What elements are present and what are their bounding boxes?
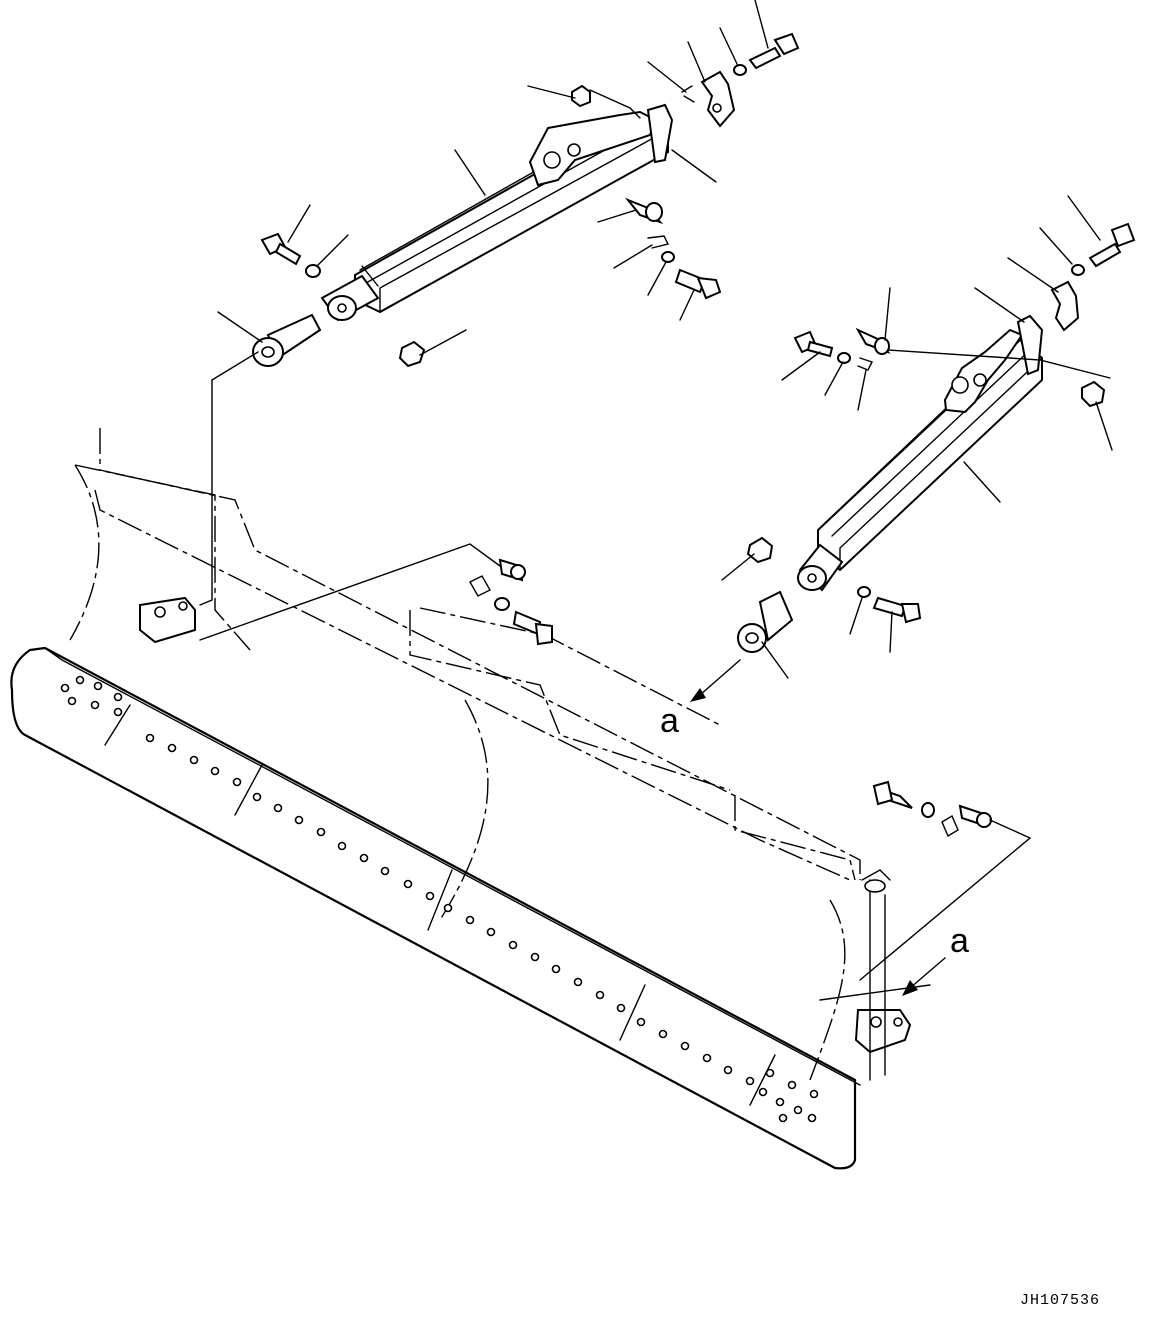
left-blade-pin-set bbox=[469, 558, 553, 646]
drawing-reference-number: JH107536 bbox=[1020, 1292, 1100, 1309]
right-cylinder-fasteners bbox=[746, 222, 1136, 624]
right-blade-bracket bbox=[854, 869, 912, 1081]
right-tilt-cylinder bbox=[797, 314, 1044, 592]
cutting-edge-holes bbox=[60, 675, 819, 1123]
right-rod-eye bbox=[737, 590, 794, 653]
view-mark-a-left: a bbox=[660, 659, 741, 740]
left-rod-eye bbox=[252, 313, 322, 367]
view-mark-a-right: a bbox=[902, 922, 969, 996]
dozer-blade bbox=[10, 428, 912, 1170]
left-tilt-cylinder bbox=[320, 103, 674, 322]
view-mark-label: a bbox=[660, 702, 679, 740]
left-cylinder-fasteners bbox=[260, 32, 800, 368]
right-blade-pin-set bbox=[872, 780, 992, 838]
left-blade-bracket bbox=[139, 596, 196, 644]
left-leader-lines bbox=[217, 0, 769, 356]
right-leader-lines bbox=[721, 195, 1113, 679]
assembly-phantom-lines bbox=[199, 351, 1032, 1001]
view-mark-label: a bbox=[950, 922, 969, 960]
